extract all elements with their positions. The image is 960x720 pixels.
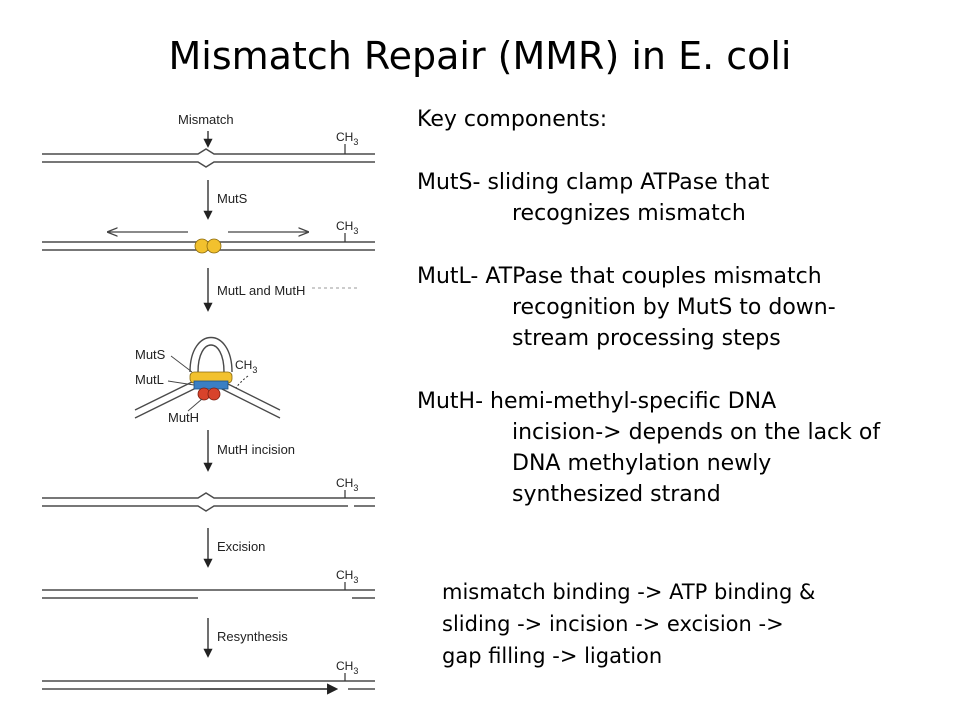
ch3-label: CH3 [336,219,358,236]
mmr-pathway-svg: Mismatch CH3 MutS CH3 MutL and MutH MutS… [42,112,375,695]
step-label-mismatch: Mismatch [178,112,234,127]
dna-bottom-strand-nicked [42,505,375,512]
step-label-resynthesis: Resynthesis [217,629,288,644]
dna-top-strand [42,492,375,499]
mmr-pathway-diagram: Mismatch CH3 MutS CH3 MutL and MutH MutS… [40,100,380,700]
leader-line [187,398,203,412]
mutl-description-line: stream processing steps [512,326,781,351]
ch3-label: CH3 [336,659,358,676]
step-label-excision: Excision [217,539,265,554]
summary-line: mismatch binding -> ATP binding & [442,580,816,604]
dna-loop-inner [197,344,225,373]
muth-right [207,387,221,401]
complex-label-muts: MutS [135,347,166,362]
ch3-label: CH3 [235,358,257,375]
ch3-label: CH3 [336,476,358,493]
key-components-heading: Key components: [417,107,608,132]
muth-description-line: DNA methylation newly [512,451,772,476]
muth-description-line: incision-> depends on the lack of [512,420,881,445]
step-label-muth-incision: MutH incision [217,442,295,457]
page-title: Mismatch Repair (MMR) in E. coli [168,34,792,78]
key-components-panel: Key components: MutS- sliding clamp ATPa… [417,104,937,510]
mutl-description-line: recognition by MutS to down- [512,295,836,320]
spacer [417,135,937,167]
dna-splayed-strands [134,381,281,419]
ch3-label: CH3 [336,130,358,147]
mutl-description-line: MutL- ATPase that couples mismatch [417,264,822,289]
dna-top-strand [42,148,375,155]
step-label-mutl-muth: MutL and MutH [217,283,305,298]
ch3-label: CH3 [336,568,358,585]
summary-line: sliding -> incision -> excision -> [442,612,784,636]
leader-line [167,380,195,386]
mutl-complex [193,380,229,390]
leader-line [170,355,193,373]
step-label-muts: MutS [217,191,248,206]
methyl-pointer [235,375,249,389]
dna-loop-outer [189,336,233,373]
spacer [417,229,937,261]
muth-description-line: synthesized strand [512,482,721,507]
muts-description-line: MutS- sliding clamp ATPase that [417,170,770,195]
muts-description-line: recognizes mismatch [512,201,746,226]
complex-label-mutl: MutL [135,372,164,387]
muts-clamp-right [206,238,222,254]
spacer [417,354,937,386]
complex-label-muth: MutH [168,410,199,425]
muth-description-line: MutH- hemi-methyl-specific DNA [417,389,777,414]
summary-line: gap filling -> ligation [442,644,663,668]
dna-bottom-strand [42,161,375,168]
pathway-summary: mismatch binding -> ATP binding & slidin… [442,576,942,672]
